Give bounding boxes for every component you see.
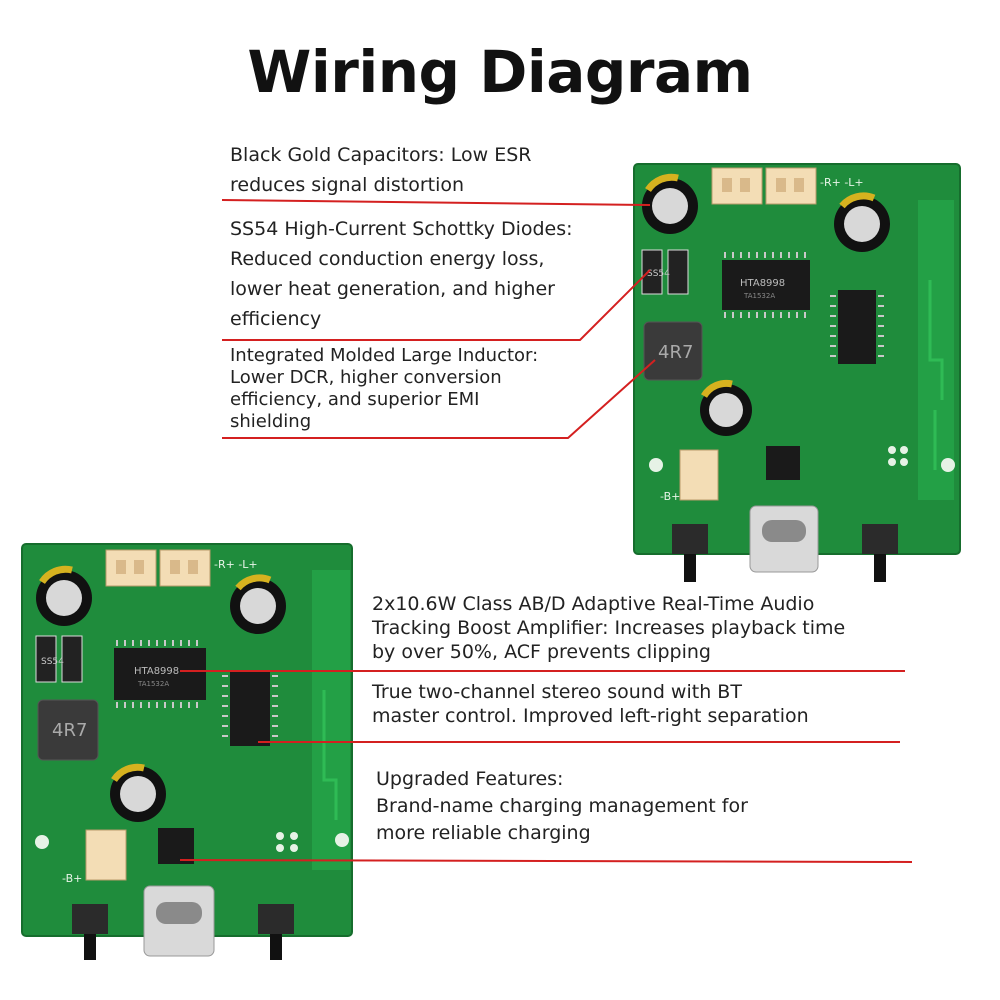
- note-capacitors: Black Gold Capacitors: Low ESR reduces s…: [230, 144, 532, 196]
- svg-text:4R7: 4R7: [658, 342, 693, 363]
- battery-connector: [679, 449, 719, 501]
- silk-rl: -R+ -L+: [820, 176, 864, 189]
- svg-text:4R7: 4R7: [52, 720, 87, 741]
- charging-chip-icon: [766, 446, 800, 480]
- speaker-connector-left: [711, 167, 763, 205]
- svg-text:HTA8998: HTA8998: [134, 666, 179, 677]
- pcb-board-top: -R+ -L+ SS54 4R7 HTA8998 TA1532A: [633, 163, 961, 582]
- svg-text:-R+ -L+: -R+ -L+: [214, 558, 258, 571]
- capacitor-icon: [642, 173, 698, 234]
- note-amplifier: 2x10.6W Class AB/D Adaptive Real-Time Au…: [372, 593, 846, 663]
- inductor-icon: 4R7: [643, 321, 703, 381]
- svg-text:-B+: -B+: [660, 490, 680, 503]
- note-stereo: True two-channel stereo sound with BT ma…: [372, 681, 809, 727]
- note-inductor: Integrated Molded Large Inductor: Lower …: [230, 345, 539, 432]
- svg-text:-B+: -B+: [62, 872, 82, 885]
- svg-text:TA1532A: TA1532A: [137, 680, 169, 688]
- amplifier-chip-icon: HTA8998 TA1532A: [722, 252, 810, 318]
- leader-diodes: [222, 269, 651, 341]
- svg-text:TA1532A: TA1532A: [743, 292, 775, 300]
- page-title: Wiring Diagram: [247, 38, 753, 106]
- svg-text:SS54: SS54: [647, 269, 670, 279]
- diode-icon: SS54: [641, 249, 689, 295]
- usb-c-port-icon: [749, 505, 819, 573]
- leader-inductor: [222, 359, 656, 439]
- leader-charging: [179, 859, 913, 863]
- speaker-connector-right: [765, 167, 817, 205]
- bt-chip-icon: [838, 290, 876, 364]
- svg-text:HTA8998: HTA8998: [740, 278, 785, 289]
- pcb-board-bottom: -R+ -L+ SS54 4R7 HTA8998 TA1532A -B+: [21, 543, 353, 960]
- note-charging: Upgraded Features: Brand-name charging m…: [376, 768, 748, 844]
- note-diodes: SS54 High-Current Schottky Diodes: Reduc…: [230, 218, 573, 330]
- button-icon: [672, 524, 898, 582]
- leader-capacitors: [221, 199, 651, 206]
- svg-text:SS54: SS54: [41, 657, 64, 667]
